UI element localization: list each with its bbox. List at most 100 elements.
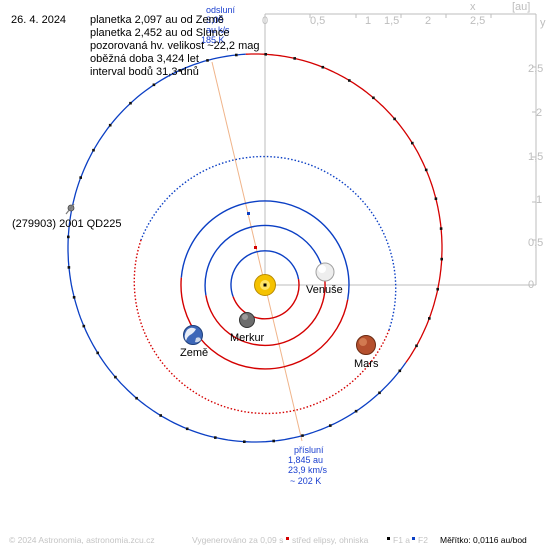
orbit-position-dot	[67, 235, 70, 239]
orbit-position-dot	[434, 197, 438, 200]
legend-f1-marker	[387, 537, 390, 540]
venus-icon	[315, 262, 335, 282]
ellipse-center-marker	[254, 246, 257, 249]
info-magnitude: pozorovaná hv. velikost ~22,2 mag	[90, 40, 259, 52]
mars-orbit-north	[140, 155, 397, 331]
sun-icon	[254, 274, 276, 296]
orbit-position-dot	[185, 427, 189, 431]
orbit-position-dot	[79, 176, 82, 179]
earth-orbit-south	[180, 277, 349, 370]
y-tick-4: 0,5	[528, 237, 543, 249]
orbit-position-dot	[348, 79, 351, 82]
mars-orbit-south	[133, 239, 390, 415]
mercury-label: Merkur	[230, 332, 265, 344]
footer-legend-f1: F1 a	[393, 535, 410, 545]
mercury-icon	[239, 312, 255, 328]
mercury-orbit-south	[232, 278, 300, 320]
earth-orbit-north	[180, 200, 350, 300]
orbit-position-dot	[440, 257, 443, 261]
orbit-position-dot	[293, 57, 296, 60]
orbit-position-dot	[214, 436, 217, 439]
info-period: oběžná doba 3,424 let	[90, 53, 199, 65]
orbit-position-dot	[108, 123, 112, 127]
orbit-position-dot	[411, 141, 414, 145]
orbit-position-dot	[301, 434, 304, 437]
orbit-position-dot	[393, 117, 396, 121]
orbit-position-dot	[378, 391, 381, 395]
legend-f2-marker	[412, 537, 415, 540]
x-tick-3: 1,5	[384, 15, 399, 27]
y-tick-1: 2	[536, 107, 542, 119]
info-distance-earth: planetka 2,097 au od Země	[90, 14, 224, 26]
aphelion-line-1: 3,05	[206, 15, 224, 25]
orbit-position-dot	[264, 53, 267, 56]
orbit-position-dot	[329, 424, 332, 427]
y-tick-0: 2,5	[528, 63, 543, 75]
perihelion-temperature: ~ 202 K	[290, 476, 321, 486]
orbit-position-dot	[354, 409, 358, 413]
orbit-position-dot	[243, 440, 246, 443]
x-tick-1: 0,5	[310, 15, 325, 27]
orbit-position-dot	[372, 96, 375, 100]
y-tick-3: 1	[536, 194, 542, 206]
earth-icon	[183, 325, 203, 345]
orbit-position-dot	[135, 396, 138, 400]
asteroid-orbit-north	[67, 53, 407, 443]
orbit-position-dot	[321, 65, 325, 69]
perihelion-distance: 1,845 au	[288, 455, 323, 465]
footer-legend-f2: F2	[418, 535, 428, 545]
axis-frame	[264, 13, 537, 286]
orbit-position-dot	[129, 101, 132, 105]
orbit-position-dot	[439, 227, 443, 230]
orbit-position-dot	[72, 296, 76, 299]
aphelion-line-4: 185 K	[201, 35, 225, 45]
x-tick-2: 1	[365, 15, 371, 27]
orbit-position-dot	[159, 414, 162, 417]
asteroid-orbit-south	[245, 53, 443, 363]
venus-orbit-south	[205, 279, 326, 347]
orbit-position-dot	[96, 351, 99, 355]
info-interval: interval bodů 31,3 dnů	[90, 66, 199, 78]
perihelion-title: přísluní	[294, 445, 324, 455]
aphelion-line-3: k/s	[218, 25, 230, 35]
venus-orbit-north	[204, 224, 326, 296]
orbit-position-dot	[235, 53, 238, 57]
orbit-position-dot	[82, 324, 86, 328]
footer-copyright: © 2024 Astronomia, astronomia.zcu.cz	[9, 535, 155, 545]
asteroid-label: (279903) 2001 QD225	[12, 218, 121, 230]
footer-legend-center: střed elipsy, ohniska	[292, 535, 369, 545]
y-axis-label: y	[540, 17, 546, 29]
perihelion-speed: 23,9 km/s	[288, 465, 328, 475]
orbit-position-dot	[415, 344, 418, 348]
axis-unit: [au]	[512, 1, 530, 13]
footer-generated: Vygenerováno za 0,09 s	[192, 535, 283, 545]
date-label: 26. 4. 2024	[11, 14, 66, 26]
orbit-position-dot	[428, 317, 431, 320]
asteroid-icon	[65, 203, 75, 215]
orbit-position-dot	[67, 266, 71, 269]
orbit-position-dot	[178, 69, 181, 72]
orbit-position-dot	[272, 439, 275, 443]
y-tick-5: 0	[528, 279, 534, 291]
orbit-position-dot	[436, 287, 439, 291]
earth-label: Země	[180, 347, 208, 359]
aphelion-note: odsluní 3,05 au k/s 185 K	[201, 5, 236, 45]
x-tick-5: 2,5	[470, 15, 485, 27]
orbit-position-dot	[114, 375, 117, 379]
orbit-position-dot	[92, 148, 95, 152]
y-tick-2: 1,5	[528, 151, 543, 163]
mercury-orbit-north	[230, 250, 300, 297]
venus-label: Venuše	[306, 284, 343, 296]
x-tick-4: 2	[425, 15, 431, 27]
second-focus-marker	[247, 212, 250, 215]
orbit-position-dot	[398, 369, 402, 373]
orbit-position-dot	[424, 168, 428, 172]
footer-scale: Měřítko: 0,0116 au/bod	[440, 535, 527, 545]
orbit-position-dot	[206, 59, 209, 62]
legend-center-marker	[286, 537, 289, 540]
aphelion-title: odsluní	[206, 5, 236, 15]
perihelion-note: přísluní 1,845 au 23,9 km/s ~ 202 K	[288, 445, 328, 486]
aphelion-line-2: au	[206, 25, 216, 35]
x-tick-0: 0	[262, 15, 268, 27]
